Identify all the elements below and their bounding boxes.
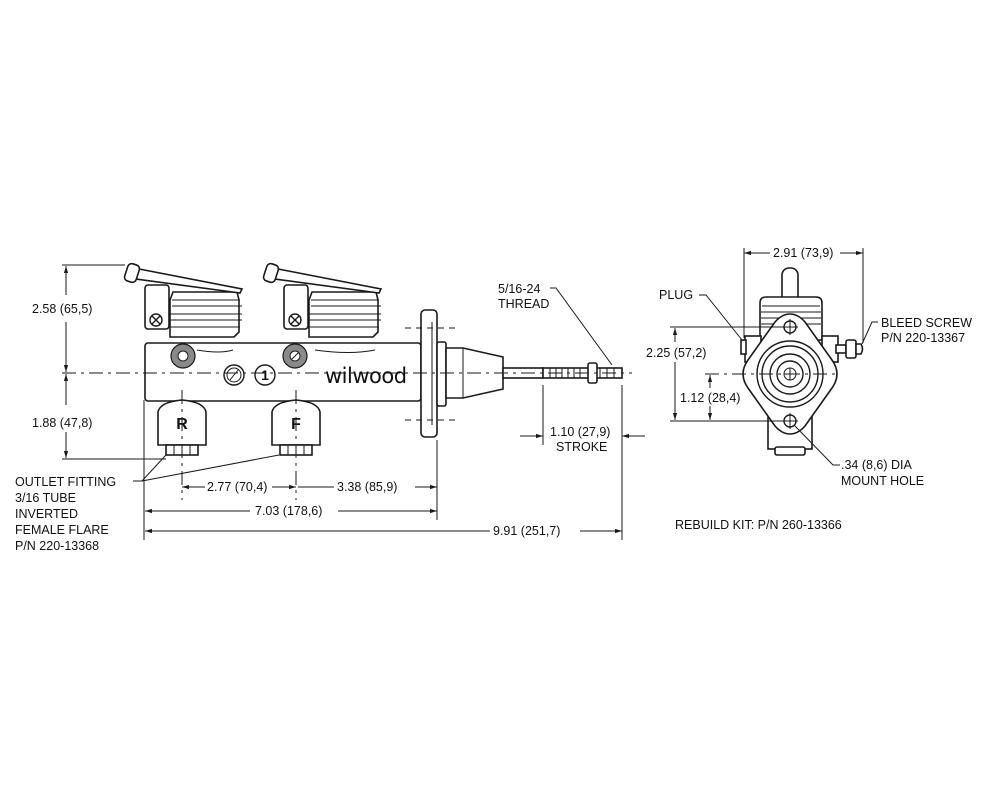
dim-stroke-value: 1.10 (27,9) — [550, 425, 610, 439]
reservoir-front — [262, 262, 383, 338]
mount-hole-callout-line1: .34 (8,6) DIA — [841, 458, 913, 472]
end-view: 2.91 (73,9) 2.25 (57,2) 1.12 (28,4) PLUG… — [646, 246, 972, 532]
dim-mount-spacing: 2.25 (57,2) — [646, 346, 706, 360]
bleed-callout-line1: BLEED SCREW — [881, 316, 972, 330]
dim-overall-length: 9.91 (251,7) — [493, 524, 560, 538]
brand-logo: wilwood — [325, 364, 407, 388]
dim-stroke-label: STROKE — [556, 440, 607, 454]
thread-callout-line2: THREAD — [498, 297, 549, 311]
outlet-callout-line4: FEMALE FLARE — [15, 523, 109, 537]
dim-body-to-flange: 7.03 (178,6) — [255, 504, 322, 518]
reservoir-rear — [123, 262, 244, 338]
outlet-callout-line5: P/N 220-13368 — [15, 539, 99, 553]
mount-hole-callout-line2: MOUNT HOLE — [841, 474, 924, 488]
outlet-callout-line2: 3/16 TUBE — [15, 491, 76, 505]
side-view: 1 wilwood R F — [15, 262, 645, 553]
outlet-callout-line1: OUTLET FITTING — [15, 475, 116, 489]
callout-number: 1 — [261, 367, 269, 383]
plug-screw-icon — [223, 364, 245, 386]
dim-height-below: 1.88 (47,8) — [32, 416, 92, 430]
dim-front-to-flange: 3.38 (85,9) — [337, 480, 397, 494]
rebuild-kit-note: REBUILD KIT: P/N 260-13366 — [675, 518, 842, 532]
outlet-callout-line3: INVERTED — [15, 507, 78, 521]
thread-callout-line1: 5/16-24 — [498, 282, 540, 296]
plug-icon — [740, 339, 747, 355]
bleed-callout-line2: P/N 220-13367 — [881, 331, 965, 345]
dim-rear-to-front: 2.77 (70,4) — [207, 480, 267, 494]
dim-center-to-hole: 1.12 (28,4) — [680, 391, 740, 405]
dim-end-width: 2.91 (73,9) — [773, 246, 833, 260]
plug-callout: PLUG — [659, 288, 693, 302]
bleed-screw-icon — [845, 339, 857, 359]
dim-height-above: 2.58 (65,5) — [32, 302, 92, 316]
